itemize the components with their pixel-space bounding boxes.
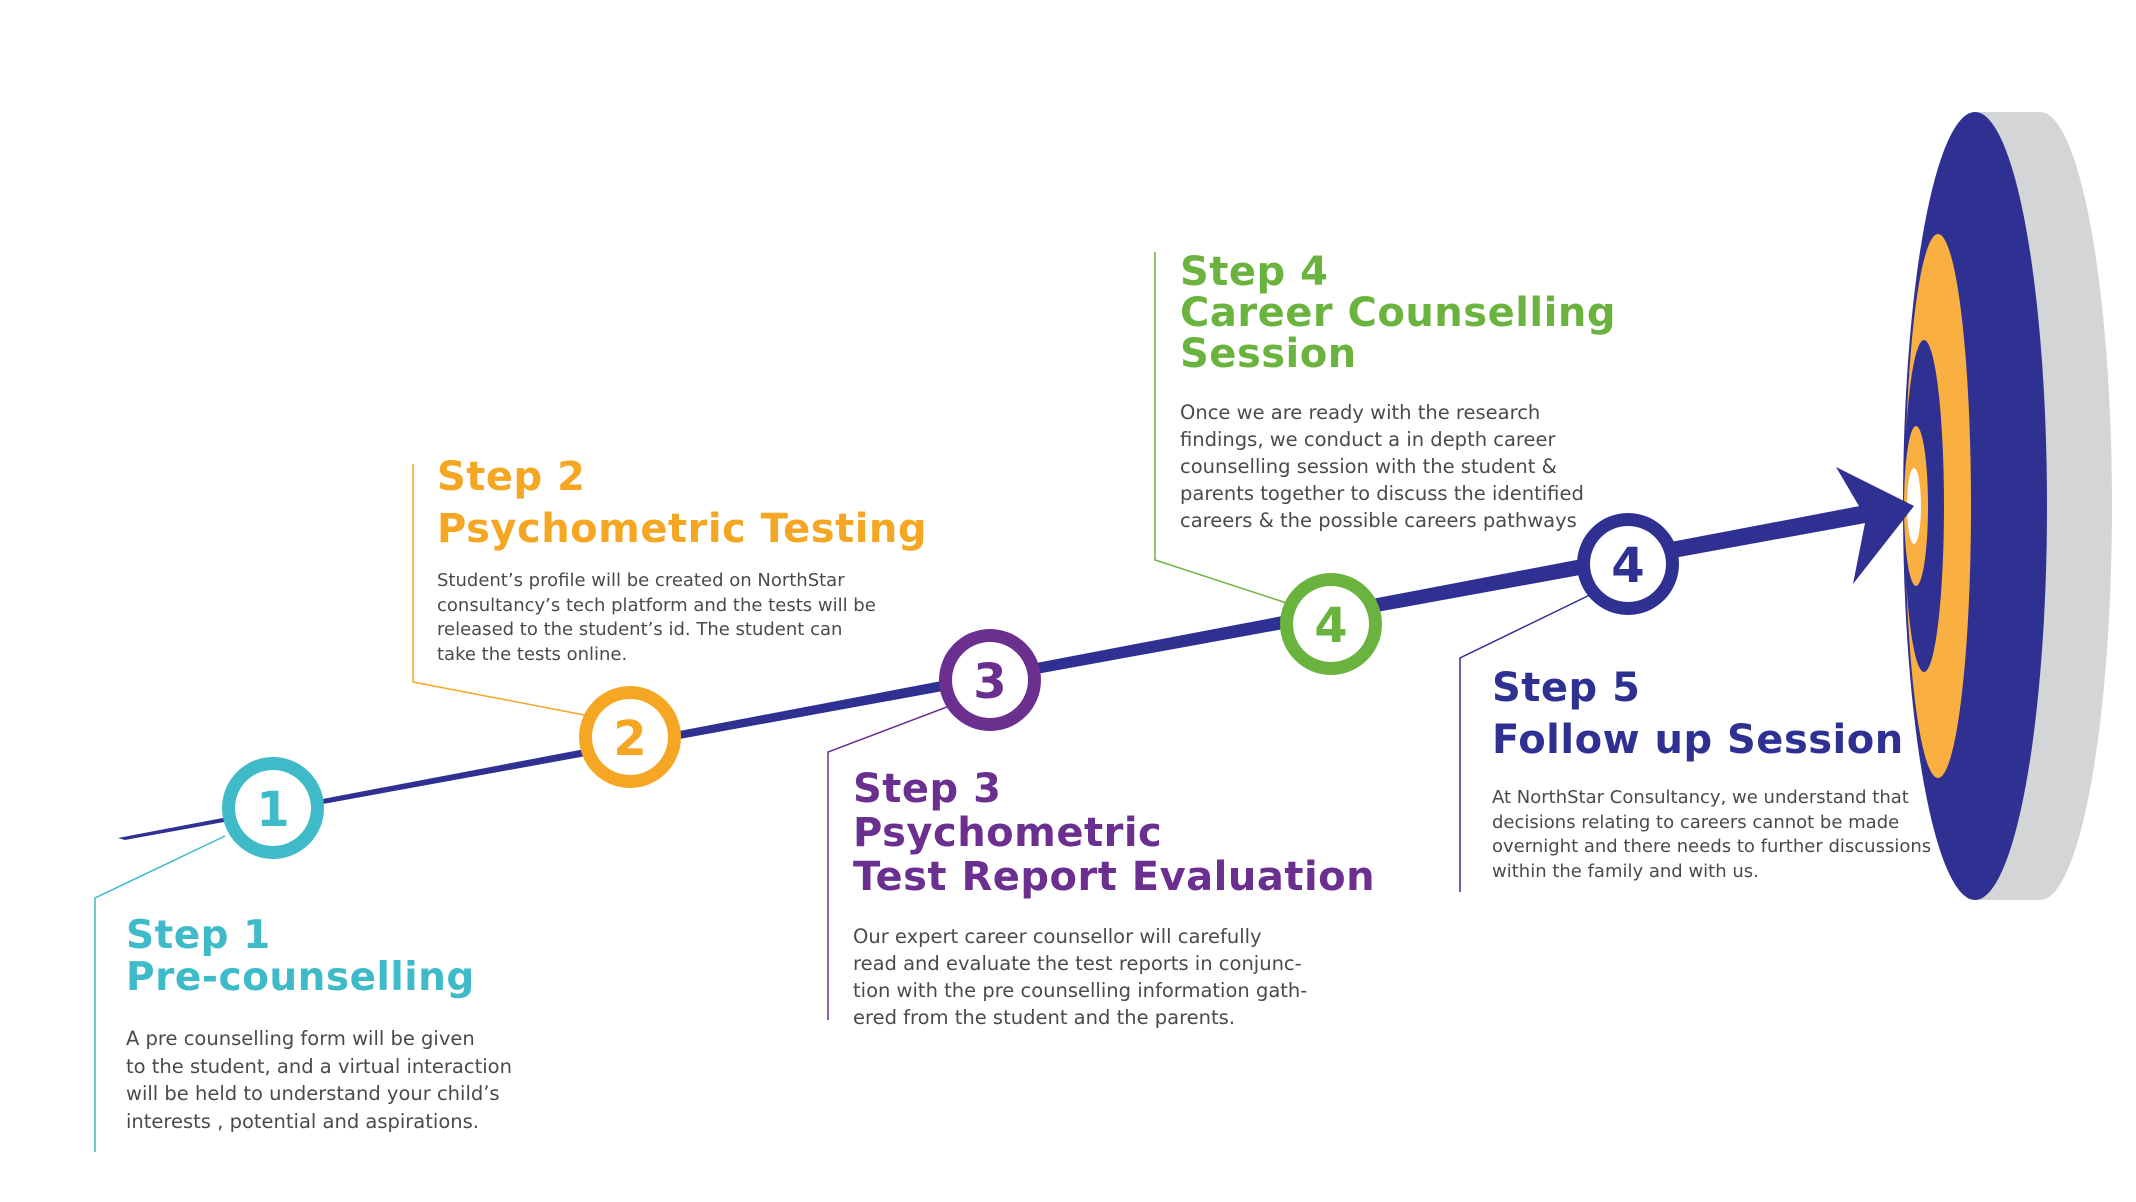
step-1-description-line-4: interests , potential and aspirations.	[126, 1109, 479, 1133]
step-2-heading: Step 2	[437, 454, 586, 500]
step-3-marker: 3	[939, 629, 1041, 731]
step-2-title-line-1: Psychometric Testing	[437, 506, 928, 552]
leader-line-step-3	[827, 701, 961, 1020]
step-4-number: 4	[1314, 598, 1347, 654]
step-3-title: Step 3 Psychometric Test Report Evaluati…	[853, 767, 1375, 899]
leader-line-step-5	[1459, 589, 1601, 892]
step-4-heading: Step 4	[1180, 249, 1329, 295]
step-2-description-line-3: released to the student’s id. The studen…	[437, 619, 843, 640]
step-1-description-line-1: A pre counselling form will be given	[126, 1027, 475, 1050]
step-3-heading: Step 3	[853, 766, 1002, 812]
step-3-title-line-1: Psychometric	[853, 810, 1163, 856]
step-1-inner	[235, 770, 311, 846]
step-2-title: Step 2 Psychometric Testing	[437, 457, 927, 549]
leader-line-step-1	[94, 835, 226, 1152]
step-3-inner	[952, 642, 1028, 718]
step-4-title: Step 4 Career Counselling Session	[1180, 252, 1616, 375]
step-2-description-line-2: consultancy’s tech platform and the test…	[437, 594, 876, 616]
step-3-block: Step 3 Psychometric Test Report Evaluati…	[853, 767, 1375, 1031]
step-5-title: Step 5 Follow up Session	[1492, 662, 1931, 766]
leader-line-step-4	[1154, 252, 1303, 609]
step-1-block: Step 1 Pre-counselling A pre counselling…	[126, 916, 512, 1135]
step-4-block: Step 4 Career Counselling Session Once w…	[1180, 252, 1616, 534]
step-4-description-line-4: parents together to discuss the identifi…	[1180, 482, 1584, 505]
step-1-description-line-3: will be held to understand your child’s	[126, 1082, 500, 1105]
step-5-number: 4	[1611, 538, 1644, 594]
leader-line-step-2	[412, 464, 601, 719]
step-5-description-line-4: within the family and with us.	[1492, 860, 1759, 882]
step-1-heading: Step 1	[126, 913, 271, 958]
step-5-heading: Step 5	[1492, 665, 1641, 711]
step-5-inner	[1590, 526, 1666, 602]
step-5-description-line-1: At NorthStar Consultancy, we understand …	[1492, 787, 1909, 808]
step-1-description: A pre counselling form will be given to …	[126, 1025, 512, 1135]
step-2-marker: 2	[579, 686, 681, 788]
progress-arrow-head	[1836, 467, 1914, 584]
step-5-marker: 4	[1577, 513, 1679, 615]
step-4-description-line-5: careers & the possible careers pathways	[1180, 509, 1577, 532]
step-1-description-line-2: to the student, and a virtual interactio…	[126, 1054, 512, 1078]
step-3-description-line-3: tion with the pre counselling informatio…	[853, 979, 1308, 1002]
step-3-description-line-2: read and evaluate the test reports in co…	[853, 952, 1302, 975]
step-4-marker: 4	[1280, 573, 1382, 675]
step-5-description-line-2: decisions relating to careers cannot be …	[1492, 811, 1900, 833]
step-1-number: 1	[256, 782, 289, 838]
step-1-marker: 1	[222, 757, 324, 859]
step-2-description-line-1: Student’s profile will be created on Nor…	[437, 570, 845, 591]
step-4-description-line-3: counselling session with the student &	[1180, 455, 1557, 478]
step-1-title: Step 1 Pre-counselling	[126, 916, 512, 997]
step-5-title-line-1: Follow up Session	[1492, 717, 1904, 763]
step-4-title-line-2: Session	[1180, 331, 1357, 377]
step-2-number: 2	[613, 711, 646, 767]
step-5-description: At NorthStar Consultancy, we understand …	[1492, 786, 1931, 884]
step-4-description-line-1: Once we are ready with the research	[1180, 401, 1541, 424]
step-2-inner	[592, 699, 668, 775]
step-4-description-line-2: findings, we conduct a in depth career	[1180, 428, 1556, 451]
step-5-block: Step 5 Follow up Session At NorthStar Co…	[1492, 662, 1931, 884]
step-3-number: 3	[973, 654, 1006, 710]
step-1-title-line-1: Pre-counselling	[126, 955, 475, 1000]
step-4-description: Once we are ready with the research find…	[1180, 399, 1616, 534]
target-icon	[1903, 112, 2112, 900]
step-3-description: Our expert career counsellor will carefu…	[853, 923, 1375, 1031]
step-3-description-line-1: Our expert career counsellor will carefu…	[853, 925, 1262, 948]
step-2-block: Step 2 Psychometric Testing Student’s pr…	[437, 457, 927, 667]
step-5-description-line-3: overnight and there needs to further dis…	[1492, 836, 1932, 857]
step-4-title-line-1: Career Counselling	[1180, 290, 1616, 336]
step-3-description-line-4: ered from the student and the parents.	[853, 1006, 1236, 1029]
step-2-description-line-4: take the tests online.	[437, 643, 628, 665]
step-2-description: Student’s profile will be created on Nor…	[437, 569, 927, 667]
step-3-title-line-2: Test Report Evaluation	[853, 854, 1376, 900]
step-4-inner	[1293, 586, 1369, 662]
